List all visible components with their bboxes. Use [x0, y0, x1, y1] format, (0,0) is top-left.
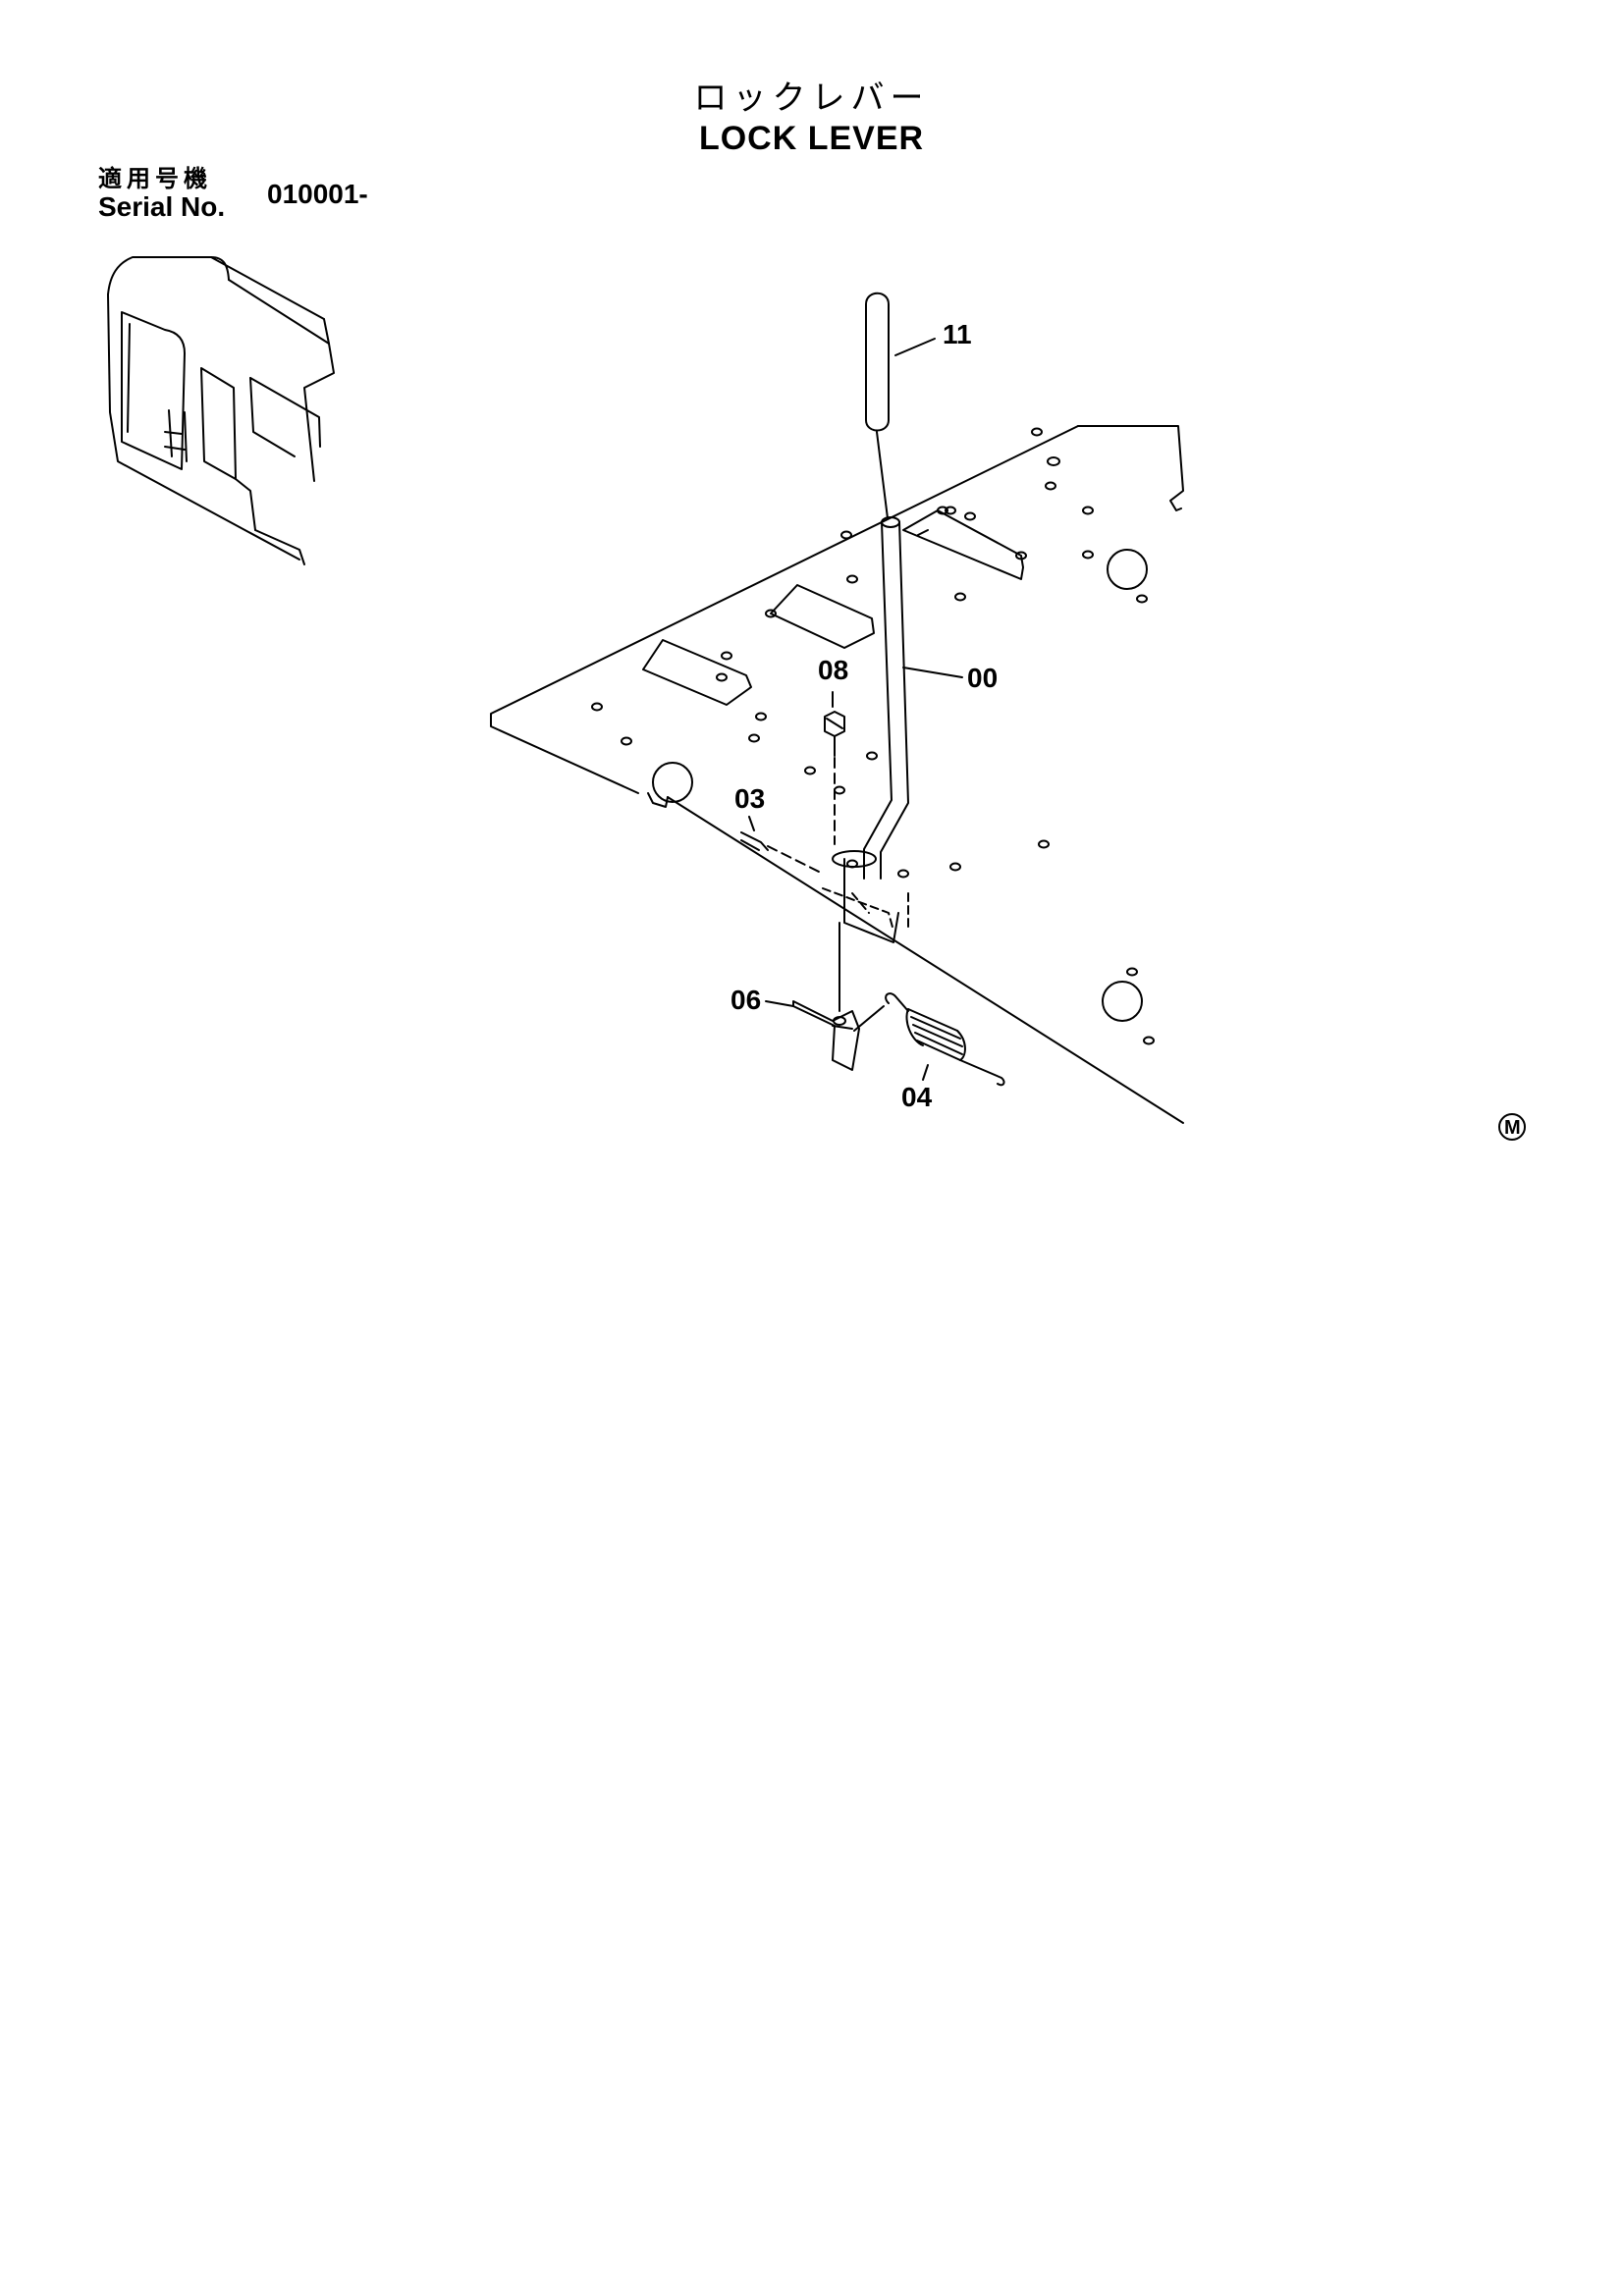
title-japanese: ロックレバー: [693, 79, 930, 118]
serial-label-block: 適用号機 Serial No.: [98, 165, 225, 222]
floor-plate: [490, 425, 1184, 1124]
leader-06: [765, 1000, 794, 1007]
bracket-part-06: [792, 922, 860, 1071]
lever-grip-part-11: [865, 292, 890, 432]
cab-location-thumbnail: [107, 256, 335, 565]
pin-part-03: [740, 831, 824, 875]
callout-label-03: 03: [734, 783, 765, 814]
serial-label-english: Serial No.: [98, 191, 226, 222]
callout-label-00: 00: [967, 663, 998, 693]
leader-00: [902, 667, 963, 678]
leader-04: [922, 1064, 929, 1081]
leader-11: [894, 338, 936, 356]
lever-rod-part-00: [822, 431, 909, 943]
callout-label-11: 11: [943, 319, 972, 349]
m-mark-letter: M: [1504, 1117, 1521, 1139]
serial-label-japanese: 適用号機: [98, 165, 212, 192]
leader-03: [748, 816, 755, 831]
spring-part-04: [853, 992, 1005, 1087]
bolt-part-08: [824, 711, 845, 845]
m-mark-circle: [1498, 1113, 1526, 1141]
callout-label-06: 06: [730, 985, 761, 1015]
serial-number-value: 010001-: [267, 179, 368, 209]
title-english: LOCK LEVER: [698, 120, 925, 157]
callout-label-04: 04: [901, 1082, 933, 1112]
callout-label-08: 08: [818, 655, 848, 685]
